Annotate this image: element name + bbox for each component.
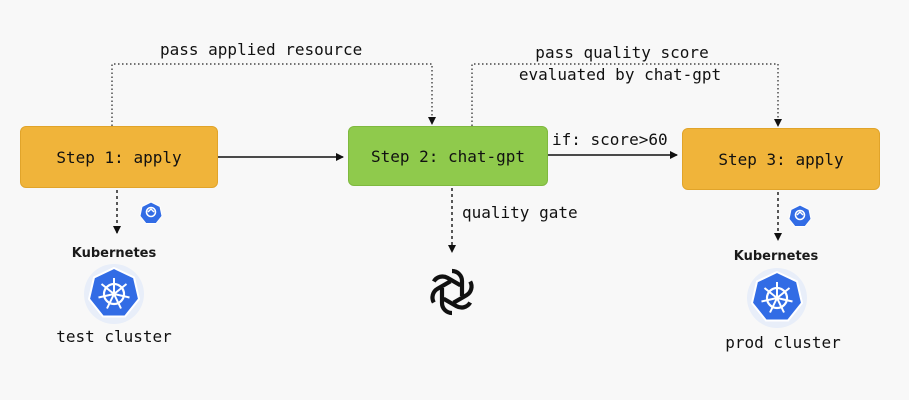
step-1-label: Step 1: apply — [56, 147, 182, 167]
dotted-arrow-step1-to-step2 — [111, 63, 436, 126]
edge-label-quality-gate: quality gate — [462, 203, 578, 222]
step-3-label: Step 3: apply — [718, 149, 844, 169]
edge-label-pass-quality-score: pass quality score — [535, 43, 709, 62]
deploy-badge-icon — [139, 201, 163, 225]
step-1-apply-box[interactable]: Step 1: apply — [20, 126, 218, 188]
kubernetes-helm-icon — [83, 263, 145, 325]
openai-logo-icon — [423, 263, 481, 321]
kubernetes-wordmark: Kubernetes — [71, 246, 157, 261]
deploy-badge-icon — [788, 204, 812, 228]
edge-label-pass-applied-resource: pass applied resource — [160, 40, 363, 59]
step-2-chat-gpt-box[interactable]: Step 2: chat-gpt — [348, 126, 548, 186]
step-3-apply-box[interactable]: Step 3: apply — [682, 128, 880, 190]
edge-label-condition: if: score>60 — [552, 130, 668, 149]
step-2-label: Step 2: chat-gpt — [370, 146, 526, 166]
test-cluster-label: test cluster — [56, 327, 172, 346]
prod-cluster-label: prod cluster — [725, 333, 841, 352]
kubernetes-helm-icon — [746, 267, 808, 329]
kubernetes-wordmark: Kubernetes — [733, 249, 819, 264]
edge-label-evaluated-by-chat-gpt: evaluated by chat-gpt — [518, 65, 722, 84]
